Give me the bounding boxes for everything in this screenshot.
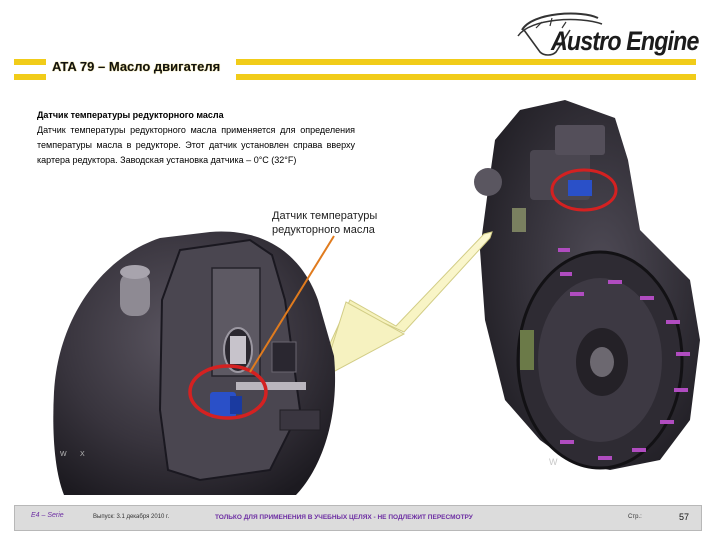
footer-page-number: 57 (679, 512, 690, 522)
footer-warning: ТОЛЬКО ДЛЯ ПРИМЕНЕНИЯ В УЧЕБНЫХ ЦЕЛЯХ - … (215, 514, 473, 521)
highlight-circle-large (188, 364, 268, 420)
footer-page-label: Стр.: (628, 514, 642, 520)
brand-logo (512, 8, 712, 60)
filler-cap (120, 272, 150, 316)
sensor-marker-large (210, 392, 236, 418)
highlight-circle-small (550, 168, 618, 212)
sensor-marker-small (568, 180, 592, 196)
page-title: ATA 79 – Масло двигателя (51, 59, 229, 74)
header-stripe-bottom (14, 74, 696, 80)
callout-label: Датчик температуры редукторного масла (272, 209, 377, 237)
description-heading: Датчик температуры редукторного масла (37, 110, 224, 120)
overview-engine: W (474, 100, 700, 470)
svg-text:X: X (80, 451, 85, 458)
callout-line-1: Датчик температуры (272, 210, 378, 222)
svg-text:W: W (60, 451, 67, 458)
page-footer: E4 – Serie Выпуск: 3.1 декабря 2010 г. Т… (14, 505, 702, 531)
logo-emblem-icon (517, 12, 603, 56)
footer-issue-date: Выпуск: 3.1 декабря 2010 г. (93, 514, 170, 520)
sensor-description: Датчик температуры редукторного масла Да… (37, 108, 355, 168)
svg-text:W: W (549, 457, 558, 467)
callout-line-2: редукторного масла (272, 224, 375, 236)
footer-series: E4 – Serie (31, 512, 64, 519)
callout-line (249, 235, 335, 373)
bolt-marks (558, 248, 690, 460)
header-stripe-top (14, 59, 696, 65)
detail-engine: W X (53, 231, 336, 495)
brand-name: Austro Engine (551, 26, 699, 56)
description-text: Датчик температуры редукторного масла пр… (37, 125, 355, 165)
